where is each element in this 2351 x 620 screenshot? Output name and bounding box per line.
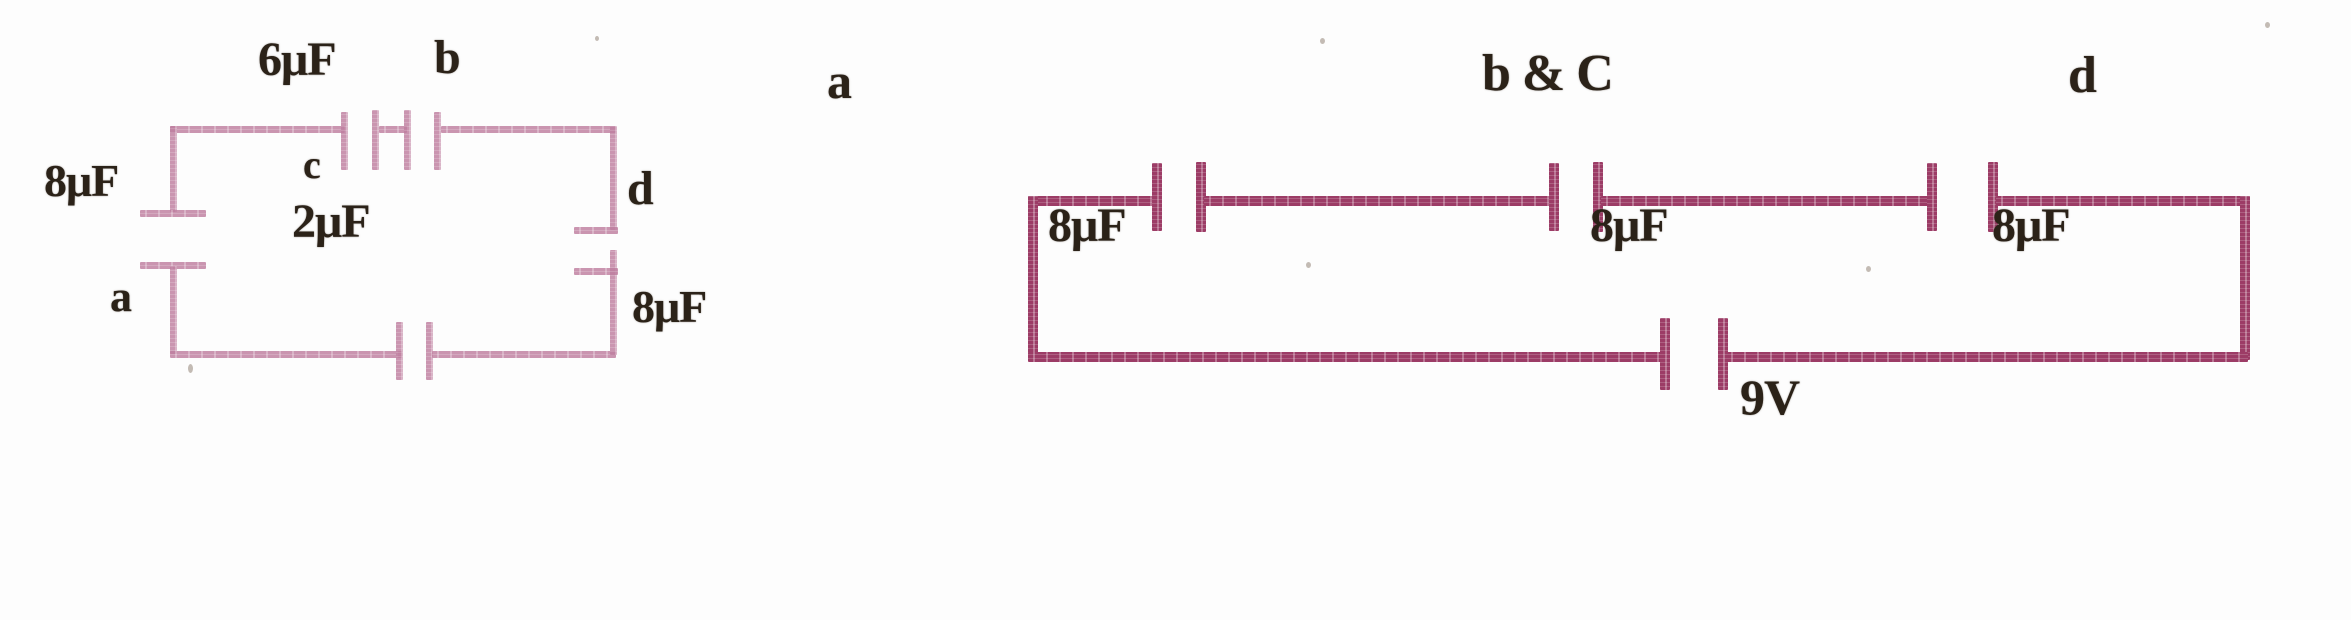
capacitor-8uf-left-plate-bottom [140,262,206,269]
right-top-wire-segment-d [1996,196,2250,206]
left-bottom-wire-segment-b [432,351,616,358]
ink-speck [188,364,193,373]
capacitor-8uf-bottom-plate-left [396,322,403,380]
ink-speck [595,36,599,41]
battery-plate-short [1718,318,1728,390]
capacitor-6uf-plate-left [341,112,348,170]
left-label-node-a: a [110,272,132,321]
capacitor-8uf-left-plate-top [140,210,206,217]
left-bottom-wire-segment-a [170,351,402,358]
left-top-wire-segment-a [170,126,345,133]
right-capacitor-3-plate-left [1927,163,1937,231]
right-top-wire-segment-a [1028,196,1156,206]
capacitor-2uf-plate-right [434,112,441,170]
node-d-stub-lower [574,268,618,275]
capacitor-8uf-bottom-plate-right [426,322,433,380]
right-bottom-wire-segment-a [1028,352,1664,362]
right-bottom-wire-segment-b [1726,352,2248,362]
right-label-cap-2: 8μF [1590,199,1669,252]
right-top-wire-segment-b [1204,196,1553,206]
left-label-node-b: b [434,31,461,84]
right-top-wire-segment-c [1601,196,1931,206]
left-top-wire-segment-c [441,126,616,133]
node-d-stub [574,227,618,234]
left-label-6uf: 6μF [258,33,337,86]
right-label-node-bc: b & C [1482,45,1614,102]
left-label-8uf-bottom: 8μF [632,281,707,332]
left-top-wire-segment-b [379,126,407,133]
capacitor-2uf-plate-left [404,110,411,170]
left-side-wire-upper [170,126,177,212]
left-label-node-d: d [627,162,654,215]
battery-plate-long [1660,318,1670,390]
right-side-wire-upper [610,126,617,230]
ink-speck [1320,38,1325,44]
left-label-8uf-left: 8μF [44,155,119,206]
ink-speck [1306,262,1311,268]
right-right-side-wire [2240,196,2250,360]
capacitor-6uf-plate-right [372,110,379,170]
right-capacitor-1-plate-left [1152,163,1162,231]
right-label-node-a: a [827,53,852,109]
right-capacitor-3-plate-right [1988,162,1998,232]
right-capacitor-2-plate-left [1549,163,1559,231]
left-side-wire-lower [170,266,177,354]
ink-speck [2265,22,2270,28]
left-label-2uf: 2μF [292,195,371,248]
right-label-cap-3: 8μF [1992,199,2071,252]
ink-speck [1866,266,1871,272]
right-label-node-d: d [2068,47,2097,104]
right-label-battery-9v: 9V [1740,369,1800,425]
right-side-wire-lower [610,250,617,355]
right-left-side-wire [1028,196,1038,360]
right-label-cap-1: 8μF [1048,199,1127,252]
right-capacitor-1-plate-right [1196,162,1206,232]
left-label-node-c: c [303,142,321,187]
right-capacitor-2-plate-right [1593,162,1603,232]
